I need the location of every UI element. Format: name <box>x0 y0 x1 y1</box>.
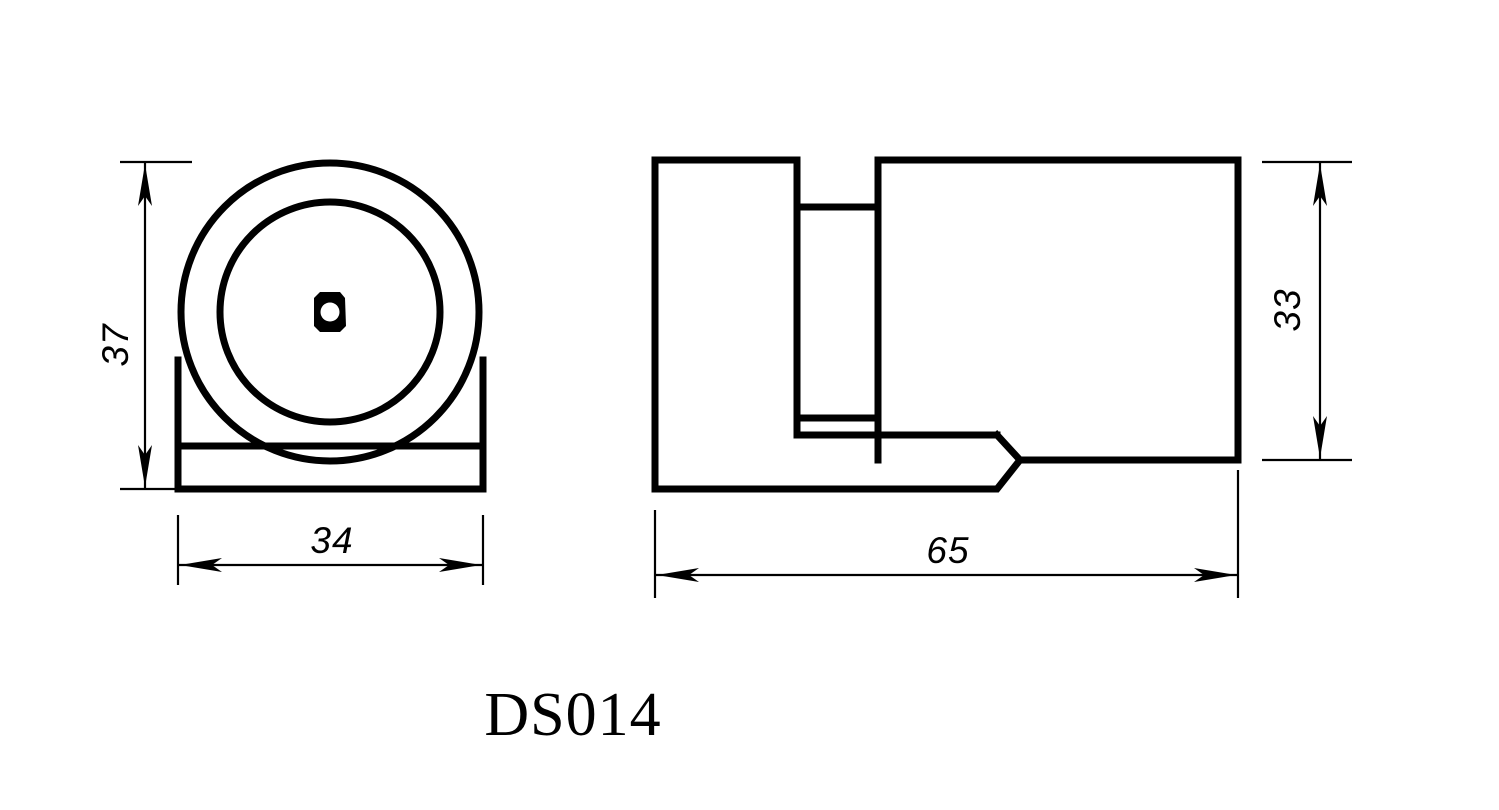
dim-65-arrow-right <box>1194 568 1236 582</box>
front-view-base-outline <box>174 356 487 493</box>
dimension-side-length: 65 <box>653 470 1240 598</box>
dim-34-arrow-left <box>180 558 222 572</box>
dim-65-label: 65 <box>926 530 969 571</box>
side-view-foot-chamfer <box>992 430 1025 465</box>
dim-34-arrow-right <box>439 558 481 572</box>
dim-65-arrow-left <box>657 568 699 582</box>
front-view-nut-bore <box>320 302 340 322</box>
dimension-side-height: 33 <box>1262 160 1352 462</box>
dim-37-arrow-top <box>138 164 152 206</box>
dim-33-label: 33 <box>1267 288 1308 331</box>
front-view-group <box>174 159 487 493</box>
dim-34-label: 34 <box>310 520 353 561</box>
dimension-front-height: 37 <box>95 160 192 491</box>
dim-37-label: 37 <box>95 323 136 367</box>
side-view-group <box>651 156 1242 493</box>
front-view-outer-circle <box>177 159 483 465</box>
side-view-outer-profile <box>651 156 1242 493</box>
side-view-slot-left-wall <box>793 156 882 439</box>
front-view-inner-circle <box>216 198 444 426</box>
part-number-title: DS014 <box>484 681 661 749</box>
dim-37-arrow-bottom <box>138 445 152 487</box>
dim-33-arrow-top <box>1313 164 1327 206</box>
dim-33-arrow-bottom <box>1313 416 1327 458</box>
dimension-front-width: 34 <box>176 515 485 585</box>
